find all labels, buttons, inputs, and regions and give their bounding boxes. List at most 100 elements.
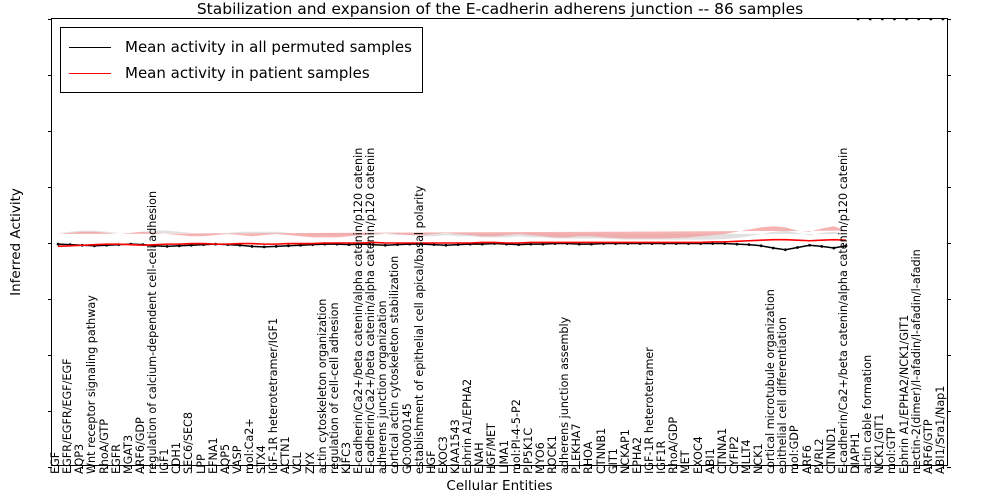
x-tick-label: AQP3 xyxy=(73,443,87,474)
permuted-mean-marker xyxy=(480,242,484,246)
permuted-mean-line xyxy=(58,242,847,251)
x-tick-mark xyxy=(821,465,823,469)
x-tick-mark xyxy=(700,465,702,469)
x-tick-mark xyxy=(894,465,896,469)
x-tick-mark xyxy=(470,465,472,469)
x-tick-label: actin cytoskeleton organization xyxy=(315,298,329,474)
y-tick-mark xyxy=(48,467,52,468)
x-tick-label: ZYX xyxy=(303,451,317,474)
x-tick-label: CYFIP2 xyxy=(727,435,741,474)
x-tick-mark xyxy=(906,465,908,469)
x-tick-mark xyxy=(118,465,120,469)
x-tick-mark xyxy=(361,465,363,469)
x-tick-label: GO:0000145 xyxy=(400,403,414,474)
legend-swatch-permuted xyxy=(69,46,111,48)
plot-axes: Inferred Activity −4−3−2−101234 xyxy=(8,18,951,469)
y-tick-mark xyxy=(947,243,951,244)
y-tick-mark xyxy=(947,75,951,76)
x-tick-mark xyxy=(858,465,860,469)
x-tick-label: VCL xyxy=(291,452,305,474)
x-tick-mark xyxy=(421,465,423,469)
x-tick-label: mol:PI-4-5-P2 xyxy=(509,399,523,474)
x-tick-mark xyxy=(191,465,193,469)
x-tick-label: EGFR xyxy=(109,444,123,474)
x-tick-mark xyxy=(58,465,60,469)
x-tick-mark xyxy=(542,465,544,469)
x-tick-label: AQP5 xyxy=(218,443,232,474)
permuted-mean-marker xyxy=(177,244,181,248)
x-tick-mark xyxy=(482,465,484,469)
permuted-mean-marker xyxy=(832,246,836,250)
y-tick-mark xyxy=(947,187,951,188)
y-tick-mark xyxy=(947,131,951,132)
x-tick-label: PVRL2 xyxy=(812,438,826,474)
y-tick-mark xyxy=(48,75,52,76)
x-tick-label: ACTN1 xyxy=(279,436,293,474)
x-tick-mark xyxy=(203,465,205,469)
permuted-mean-marker xyxy=(274,244,278,248)
permuted-mean-marker xyxy=(905,19,908,21)
permuted-mean-marker xyxy=(432,243,436,247)
x-tick-mark xyxy=(870,465,872,469)
x-tick-label: RhoA/GTP xyxy=(97,419,111,474)
x-tick-mark xyxy=(252,465,253,469)
patient-mean-line xyxy=(58,238,847,248)
x-tick-label: IGF1R xyxy=(655,440,669,474)
x-tick-label: RHOA xyxy=(582,441,596,474)
permuted-mean-marker xyxy=(541,242,545,246)
permuted-mean-marker xyxy=(856,19,860,21)
x-tick-mark xyxy=(312,465,314,469)
x-tick-label: regulation of cell-cell adhesion xyxy=(327,302,341,474)
permuted-mean-marker xyxy=(577,242,581,246)
x-tick-mark xyxy=(882,465,884,469)
x-tick-mark xyxy=(130,465,132,469)
x-tick-label: MET xyxy=(679,450,693,474)
permuted-mean-marker xyxy=(783,248,787,252)
permuted-mean-marker xyxy=(529,242,533,246)
permuted-mean-marker xyxy=(880,19,884,21)
x-tick-mark xyxy=(70,465,72,469)
x-tick-mark xyxy=(324,465,326,469)
permuted-mean-marker xyxy=(371,243,375,247)
x-tick-mark xyxy=(385,465,387,469)
x-tick-label: SEC6/SEC8 xyxy=(182,412,196,474)
x-tick-label: actin cable formation xyxy=(861,354,875,474)
x-tick-label: HGF xyxy=(424,450,438,474)
y-tick-mark xyxy=(48,411,52,412)
x-tick-label: ARF6/GTP xyxy=(921,419,935,474)
x-tick-label: cortical actin cytoskeleton stabilizatio… xyxy=(388,255,402,474)
x-tick-mark xyxy=(664,465,666,469)
permuted-mean-marker xyxy=(759,244,763,248)
x-tick-label: establishment of epithelial cell apical/… xyxy=(412,185,426,474)
x-tick-label: ROCK1 xyxy=(546,435,560,474)
x-tick-label: MGAT3 xyxy=(121,434,135,474)
permuted-mean-marker xyxy=(165,244,169,248)
x-tick-mark xyxy=(761,465,763,469)
permuted-mean-marker xyxy=(347,243,351,247)
x-tick-mark xyxy=(688,465,690,469)
x-tick-mark xyxy=(179,465,181,469)
permuted-mean-marker xyxy=(868,19,872,21)
x-tick-label: ENAH xyxy=(473,442,487,474)
y-tick-mark xyxy=(48,243,52,244)
x-tick-label: adherens junction organization xyxy=(376,300,390,474)
x-tick-mark xyxy=(239,465,241,469)
x-tick-mark xyxy=(918,465,920,469)
x-tick-label: E-cadherin/Ca2+/beta catenin/alpha caten… xyxy=(352,147,366,474)
x-tick-label: regulation of calcium-dependent cell-cel… xyxy=(146,190,160,474)
x-tick-label: MLLT4 xyxy=(739,439,753,474)
y-tick-mark xyxy=(947,411,951,412)
permuted-mean-marker xyxy=(820,244,824,248)
x-tick-mark xyxy=(579,465,581,469)
permuted-mean-marker xyxy=(383,243,387,247)
x-tick-label: CTNND1 xyxy=(824,426,838,474)
permuted-mean-marker xyxy=(808,243,811,247)
x-tick-label: ARF6 xyxy=(800,445,814,474)
x-tick-label: Ephrin A1/EPHA2/NCK1/GIT1 xyxy=(897,314,911,474)
x-tick-label: LIMA1 xyxy=(497,440,511,474)
permuted-mean-marker xyxy=(56,242,60,246)
x-tick-label: NCK1/GIT1 xyxy=(873,413,887,474)
y-tick-mark xyxy=(947,355,951,356)
x-tick-label: EGFR/EGFR/EGF/EGF xyxy=(61,358,75,474)
x-tick-mark xyxy=(591,465,593,469)
